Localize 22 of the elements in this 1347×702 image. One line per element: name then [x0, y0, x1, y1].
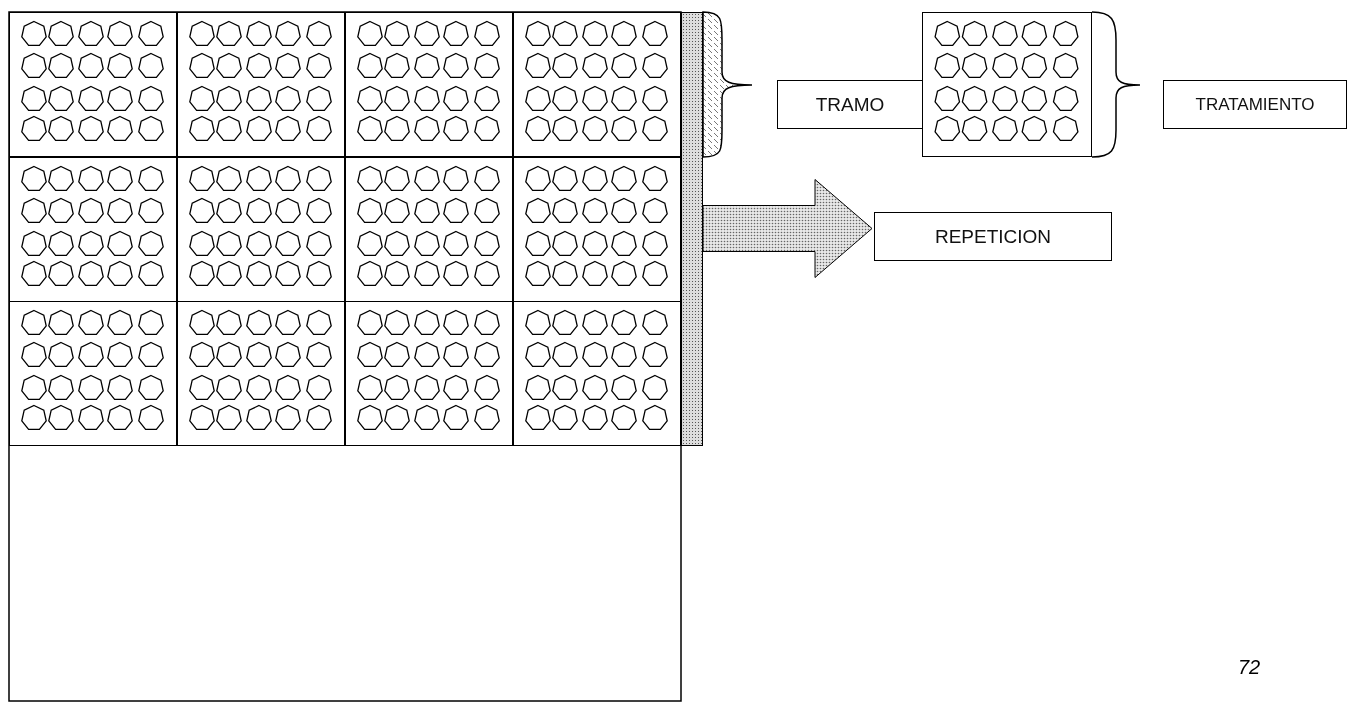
label-box [874, 212, 1112, 261]
plot-box [9, 12, 177, 157]
plot-box [345, 301, 513, 446]
plot-box [9, 301, 177, 446]
label-text: TRATAMIENTO [1195, 94, 1315, 115]
plot-box [513, 157, 681, 302]
label-text: TRAMO [815, 93, 885, 116]
block-arrow [702, 179, 873, 278]
plot-box [345, 12, 513, 157]
plot-box [177, 157, 345, 302]
label-text: REPETICION [934, 225, 1052, 248]
plot-box [513, 12, 681, 157]
page-number: 72 [1238, 656, 1261, 679]
label-box [1163, 80, 1347, 129]
plot-box [513, 301, 681, 446]
plot-box [345, 157, 513, 302]
label-box [777, 80, 923, 129]
plot-box [9, 157, 177, 302]
plot-box [177, 12, 345, 157]
plot-box [922, 12, 1092, 157]
repetition-bar [681, 12, 703, 446]
plot-box [177, 301, 345, 446]
